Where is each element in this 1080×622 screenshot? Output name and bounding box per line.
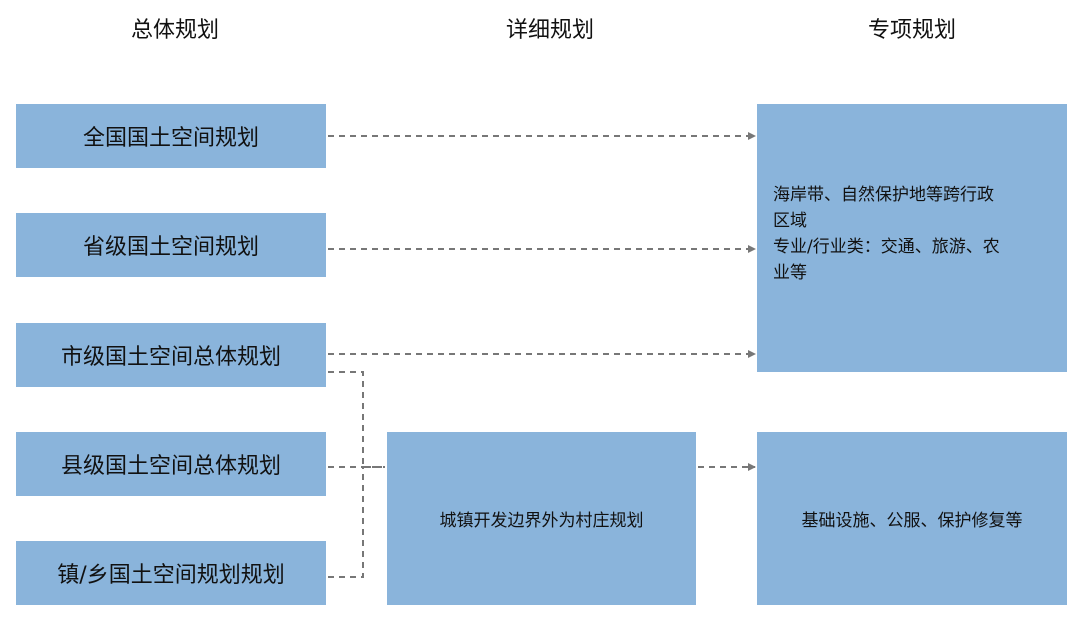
box-city-planning: 市级国土空间总体规划 (16, 323, 326, 387)
special-line-4: 业等 (773, 263, 807, 283)
box-city-planning-label: 市级国土空间总体规划 (60, 345, 281, 370)
box-county-planning: 县级国土空间总体规划 (16, 432, 326, 496)
special-line-1: 海岸带、自然保护地等跨行政 (773, 185, 994, 205)
special-line-2: 区域 (773, 211, 807, 231)
box-special-cross-region: 海岸带、自然保护地等跨行政 区域 专业/行业类：交通、旅游、农 业等 (757, 104, 1067, 372)
box-county-planning-label: 县级国土空间总体规划 (60, 454, 281, 479)
box-national-planning-label: 全国国土空间规划 (82, 126, 259, 151)
connector-township-to-village (328, 467, 364, 578)
box-village-planning-label: 城镇开发边界外为村庄规划 (439, 511, 644, 531)
box-special-infrastructure-label: 基础设施、公服、保护修复等 (801, 511, 1023, 531)
box-special-infrastructure: 基础设施、公服、保护修复等 (757, 432, 1067, 605)
box-provincial-planning-label: 省级国土空间规划 (82, 235, 259, 260)
box-township-planning-label: 镇/乡国土空间规划规划 (57, 563, 285, 588)
box-national-planning: 全国国土空间规划 (16, 104, 326, 168)
connector-city-to-village (328, 371, 385, 468)
special-line-3: 专业/行业类：交通、旅游、农 (773, 237, 1000, 257)
header-overall-planning: 总体规划 (130, 18, 219, 43)
box-provincial-planning: 省级国土空间规划 (16, 213, 326, 277)
box-village-planning: 城镇开发边界外为村庄规划 (387, 432, 696, 605)
box-township-planning: 镇/乡国土空间规划规划 (16, 541, 326, 605)
header-special-planning: 专项规划 (867, 18, 956, 43)
header-detailed-planning: 详细规划 (505, 18, 594, 43)
